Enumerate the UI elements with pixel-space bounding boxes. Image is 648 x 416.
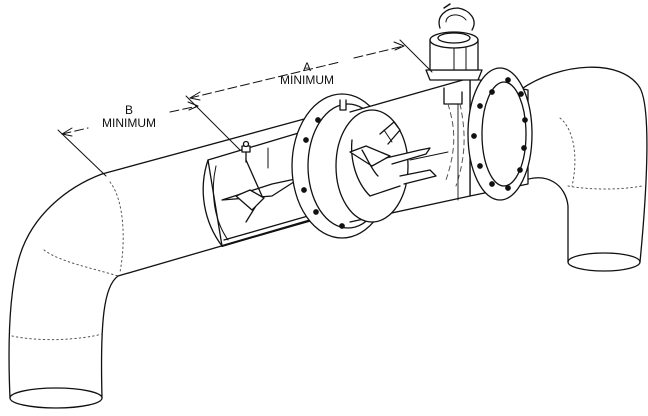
dimension-b <box>57 101 199 177</box>
dimension-a-letter: A <box>302 60 311 74</box>
dimension-a-label: A MINIMUM <box>264 61 350 87</box>
right-flange <box>467 67 533 201</box>
dimension-b-letter: B <box>124 103 133 117</box>
rotor-section <box>335 77 471 223</box>
dimension-a-text: MINIMUM <box>280 73 334 87</box>
left-elbow <box>8 173 124 409</box>
right-elbow <box>519 66 648 272</box>
register-housing <box>425 3 483 201</box>
dimension-b-text: MINIMUM <box>102 116 156 130</box>
dimension-b-label: B MINIMUM <box>86 104 172 130</box>
